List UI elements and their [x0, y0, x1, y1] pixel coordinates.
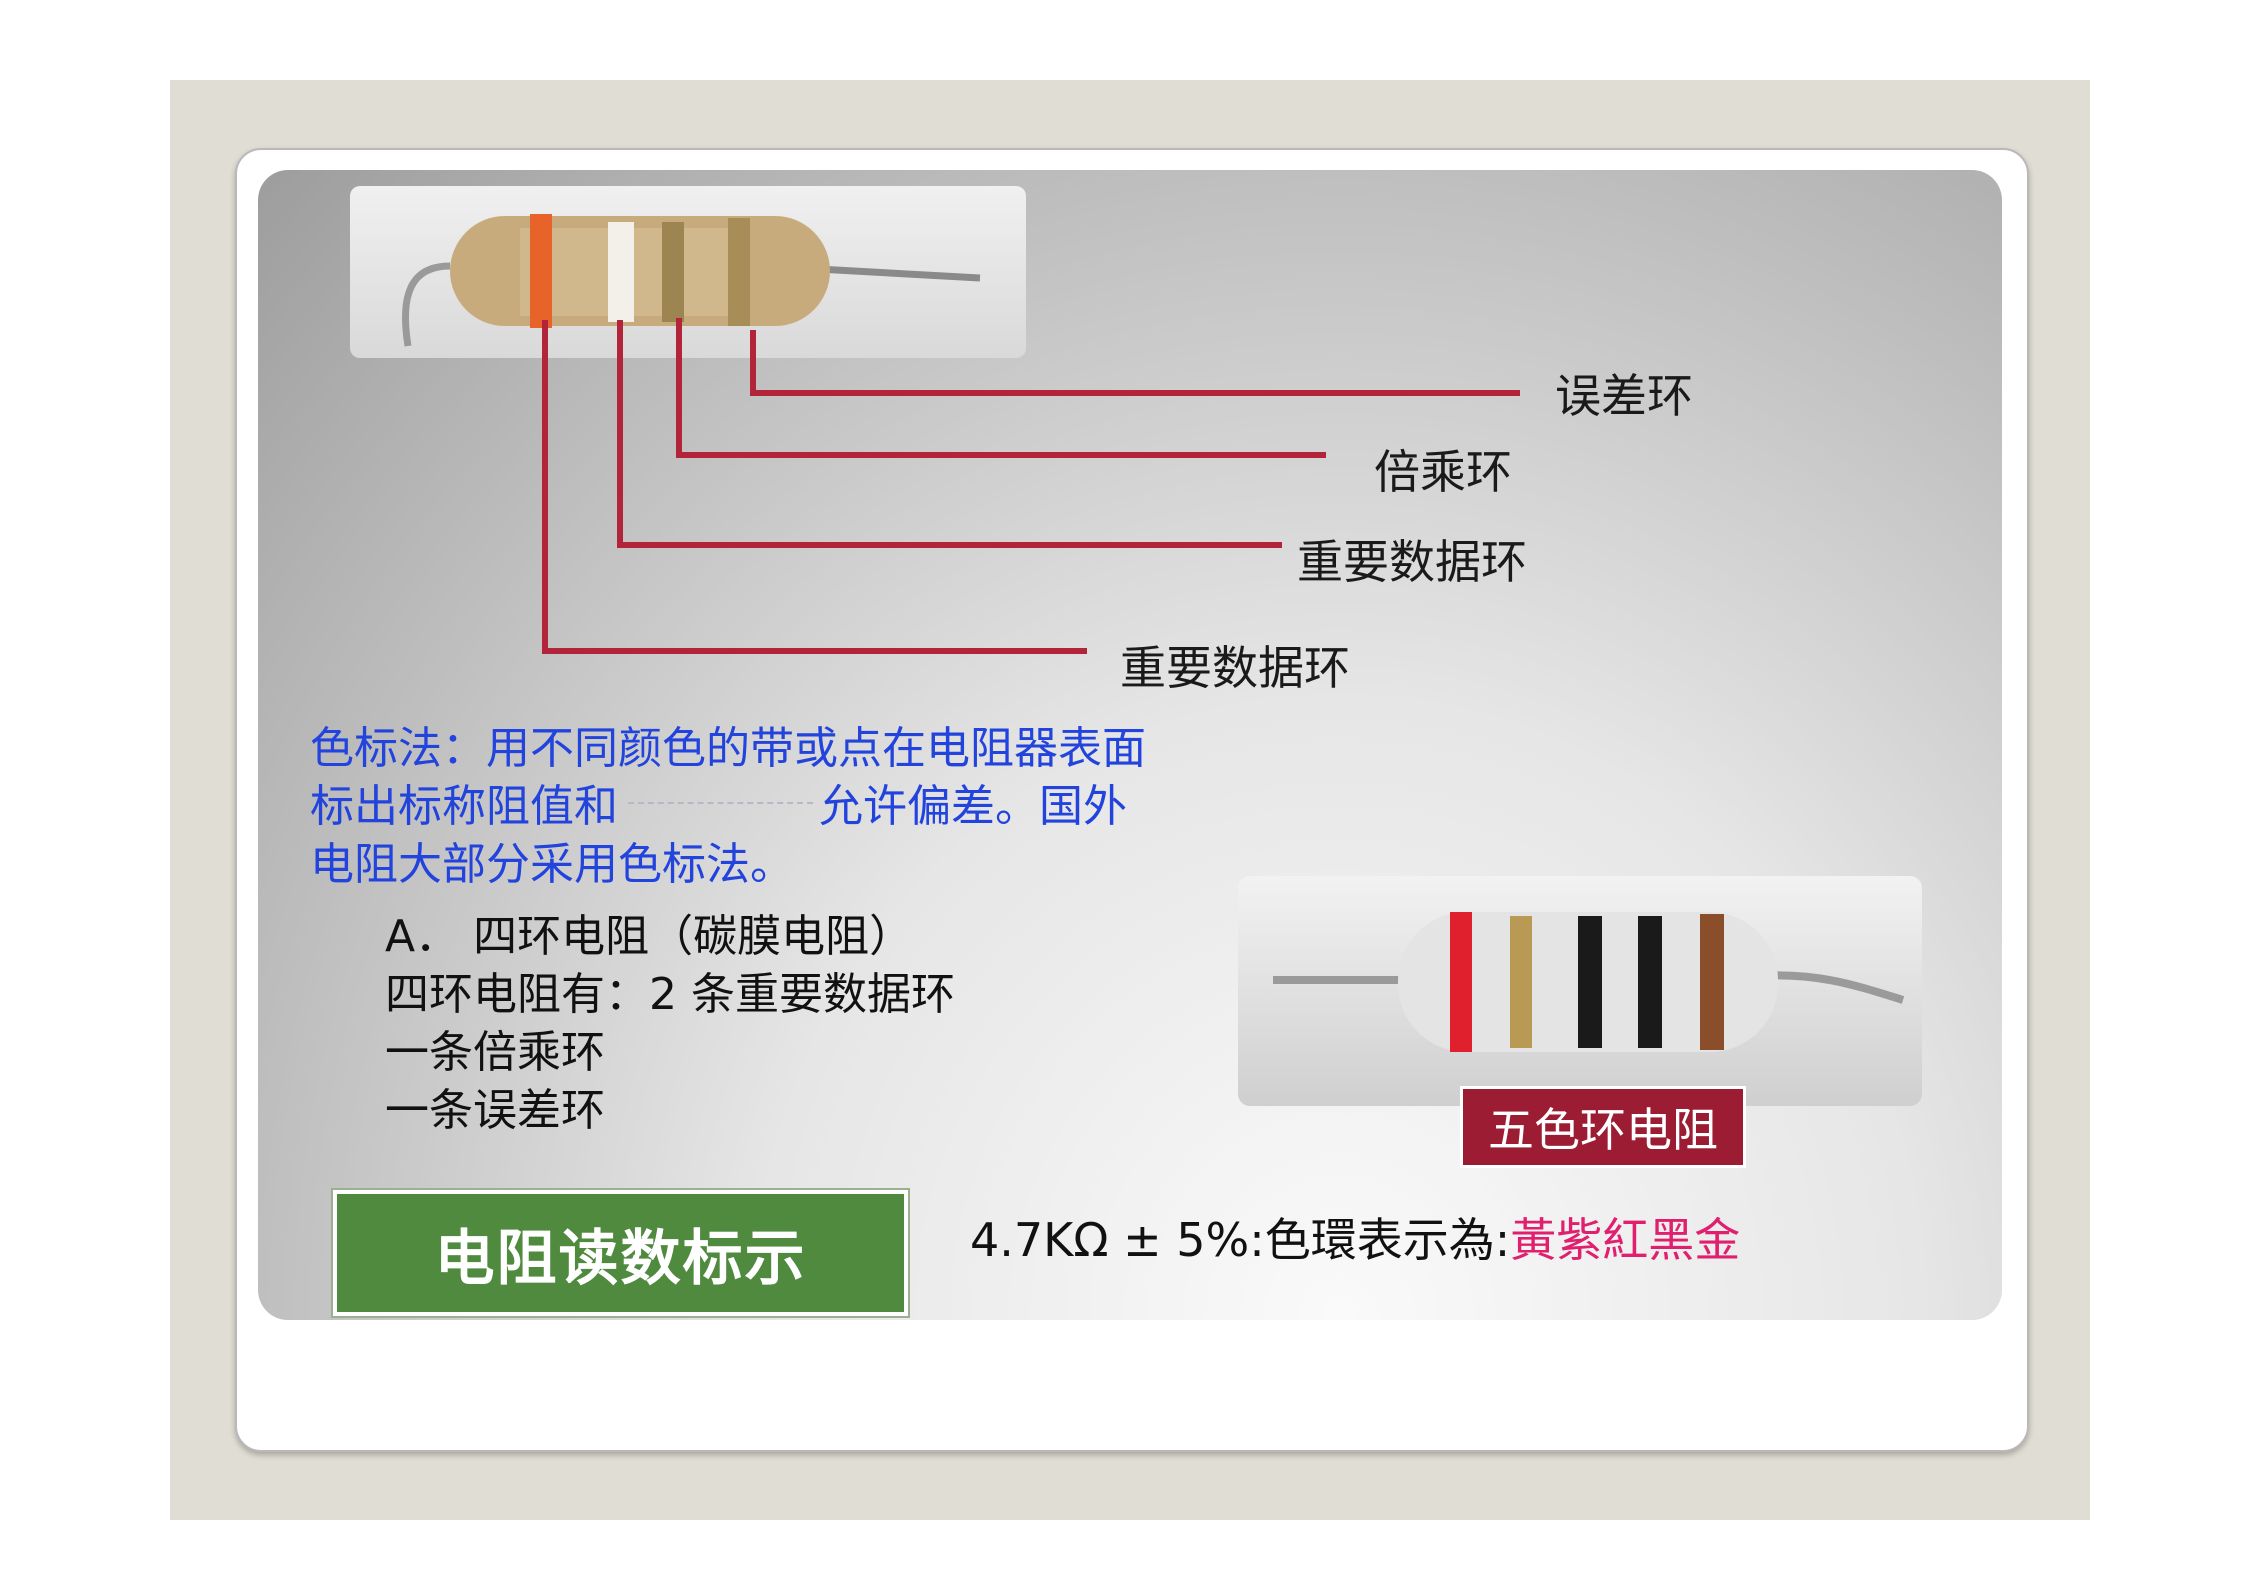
multiplier-ring-label: 倍乘环 [1374, 445, 1512, 499]
leader-line-data-2 [617, 320, 623, 548]
four-band-resistor-illustration [402, 214, 981, 347]
color-code-colors: 黃紫紅黑金 [1510, 1213, 1741, 1267]
four-band-line-1: 四环电阻有：2 条重要数据环 [385, 969, 955, 1020]
description-line-1: 色标法：用不同颜色的带或点在电阻器表面 [310, 723, 1146, 774]
color-code-example: 4.7KΩ ± 5%:色環表示為:黃紫紅黑金 [970, 1204, 1740, 1270]
description-line-3: 电阻大部分采用色标法。 [310, 839, 794, 890]
leader-line-multiplier [676, 452, 1326, 458]
blank-dashes [628, 802, 813, 804]
error-ring-label: 误差环 [1555, 369, 1693, 423]
leader-line-error [750, 330, 756, 396]
title-box: 电阻读数标示 [333, 1190, 908, 1316]
five-band-resistor-illustration [1273, 912, 1905, 1052]
description-line-2-start: 标出标称阻值和 [310, 781, 618, 832]
four-band-heading: A． 四环电阻（碳膜电阻） [385, 911, 914, 962]
leader-line-error [750, 390, 1520, 396]
description-line-2-end: 允许偏差。国外 [819, 781, 1127, 832]
data-ring-label: 重要数据环 [1297, 535, 1527, 589]
description-line-2: 标出标称阻值和 允许偏差。国外 [310, 770, 1127, 834]
four-band-line-2: 一条倍乘环 [385, 1027, 605, 1078]
four-band-resistor-image [350, 186, 1026, 358]
five-band-resistor-image [1238, 876, 1922, 1106]
title-text: 电阻读数标示 [434, 1223, 807, 1294]
leader-line-data-1 [542, 320, 548, 654]
five-band-label: 五色环电阻 [1488, 1103, 1718, 1157]
data-ring-label: 重要数据环 [1120, 641, 1350, 695]
leader-line-multiplier [676, 318, 682, 458]
leader-line-data-1 [542, 648, 1087, 654]
four-band-line-3: 一条误差环 [385, 1085, 605, 1136]
five-band-label-box: 五色环电阻 [1460, 1086, 1746, 1168]
leader-line-data-2 [617, 542, 1282, 548]
color-code-prefix: 4.7KΩ ± 5%:色環表示為: [970, 1213, 1511, 1267]
